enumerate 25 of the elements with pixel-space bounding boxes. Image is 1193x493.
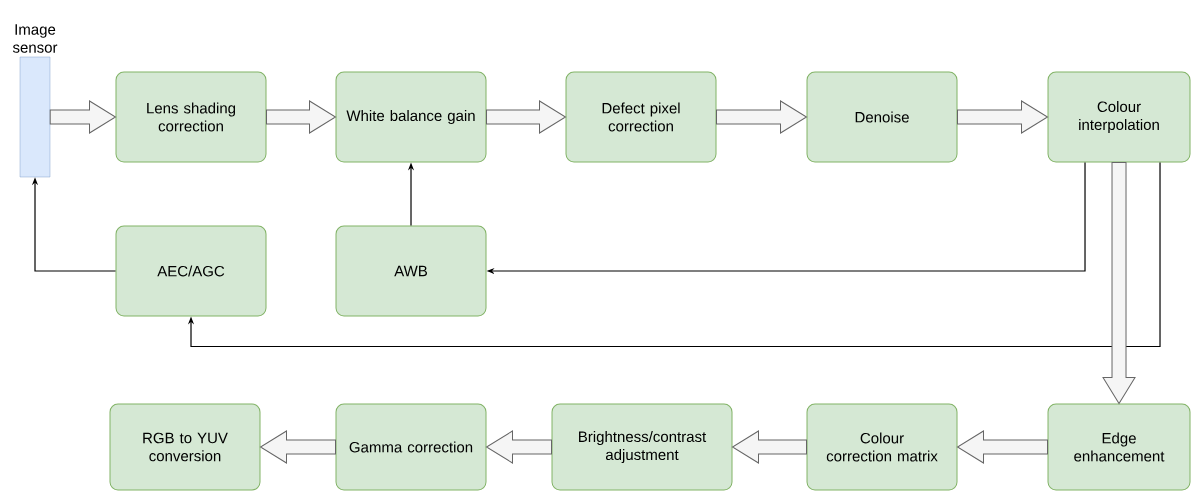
image-sensor-bar <box>19 56 51 178</box>
process-box: Brightness/contrast adjustment <box>551 403 733 491</box>
process-box: Defect pixel correction <box>565 71 717 163</box>
block-arrow <box>716 100 807 134</box>
block-arrow <box>957 430 1048 464</box>
block-arrow <box>732 430 807 464</box>
block-arrow <box>266 100 336 134</box>
block-arrow <box>486 430 552 464</box>
process-box: AEC/AGC <box>115 225 267 317</box>
arrow <box>187 161 1161 348</box>
block-arrow <box>486 100 566 134</box>
block-arrow <box>260 430 336 464</box>
process-box: Colour correction matrix <box>806 403 958 491</box>
sensor-label: Image sensor <box>12 24 58 53</box>
process-box: Lens shading correction <box>115 71 267 163</box>
block-arrow <box>49 100 116 134</box>
process-box: RGB to YUV conversion <box>109 403 261 491</box>
block-arrow <box>957 100 1048 134</box>
process-box: Gamma correction <box>335 403 487 491</box>
process-box: Denoise <box>806 71 958 163</box>
process-box: Colour interpolation <box>1047 71 1191 163</box>
process-box: Edge enhancement <box>1047 403 1191 491</box>
process-box: AWB <box>335 225 487 317</box>
process-box: White balance gain <box>335 71 487 163</box>
block-arrow <box>1102 162 1136 404</box>
